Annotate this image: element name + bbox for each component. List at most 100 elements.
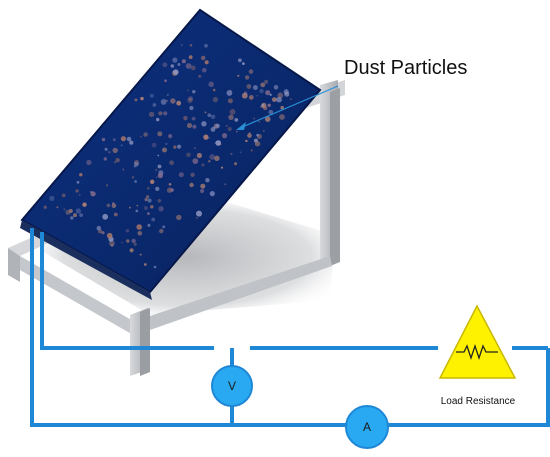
dust-speck [163,111,168,116]
dust-speck [279,114,285,120]
dust-speck [241,92,248,99]
dust-speck [276,96,282,103]
voltmeter[interactable]: V [211,365,253,407]
dust-speck [219,143,222,145]
dust-speck [134,180,138,183]
dust-speck [213,126,216,129]
dust-speck [192,90,196,94]
dust-speck [226,90,233,96]
dust-speck [76,180,80,184]
dust-speck [157,172,163,179]
dust-speck [150,205,154,209]
support-frame-front [8,225,332,376]
dust-speck [186,122,193,129]
dust-speck [190,172,195,177]
dust-speck [137,231,143,236]
dust-speck [170,98,176,104]
dust-speck [264,79,269,84]
dust-speck [236,130,238,133]
dust-speck [214,155,220,161]
dust-speck [101,137,106,142]
dust-speck [134,98,138,102]
dust-speck [106,232,113,239]
dust-speck [258,120,261,123]
dust-speck [260,82,266,88]
solar-panel[interactable] [20,8,322,300]
dust-speck [170,64,175,68]
dust-speck [176,214,182,221]
dust-speck [259,88,264,94]
dust-speck [215,140,222,146]
dust-speck [196,217,198,219]
dust-speck [139,253,142,256]
dust-speck [261,103,265,107]
dust-speck [188,96,194,101]
dust-speck [264,116,271,122]
dust-speck [212,88,216,92]
dust-speck [143,132,148,137]
dust-speck [104,147,108,151]
load-resistance[interactable] [438,304,517,379]
dust-speck [220,166,224,169]
dust-speck [110,244,114,247]
dust-speck [189,44,193,47]
dust-speck [135,209,139,213]
dust-speck [253,117,256,120]
dust-speck [168,134,173,139]
dust-speck [150,179,155,184]
dust-speck [209,154,216,160]
dust-speck [160,99,167,105]
dust-speck [284,91,290,97]
dust-label: Dust Particles [344,57,467,79]
dust-speck [190,65,196,71]
dust-speck [79,173,83,177]
dust-speck [145,195,150,199]
dust-speck [187,97,193,104]
dust-speck [256,95,259,97]
dust-speck [131,176,135,179]
dust-pointer-arrowhead [236,122,246,130]
dust-speck [131,238,136,244]
dust-speck [173,145,177,149]
dust-speck [143,206,148,210]
dust-speck [157,164,162,169]
dust-speck [200,183,206,189]
dust-speck [253,85,258,90]
circuit-wires [30,228,550,427]
dust-speck [108,151,111,154]
dust-speck [157,131,163,137]
dust-speck [114,161,116,164]
dust-speck [148,111,155,118]
dust-speck [229,109,236,115]
dust-speck [82,202,87,207]
dust-speck [121,241,124,244]
dust-speck [245,139,248,143]
dust-speck [230,152,233,156]
dust-speck [268,109,274,115]
dust-speck [214,141,217,145]
dust-speck [290,98,292,101]
dust-speck [162,147,167,153]
dust-speck [248,69,254,74]
dust-speck [129,140,134,145]
dust-speck [125,229,130,233]
dust-speck [158,111,163,116]
dust-speck [234,162,238,166]
dust-speck [152,103,157,107]
dust-speck [79,213,83,218]
dust-speck [173,69,179,75]
dust-speck [112,147,118,154]
dust-speck [204,43,208,48]
dust-speck [136,204,139,207]
ammeter[interactable]: A [345,405,389,449]
dust-speck [201,121,207,127]
dust-speck [157,154,160,157]
dust-speck [78,194,81,196]
dust-speck [188,55,193,59]
dust-speck [111,203,117,208]
dust-speck [201,55,206,61]
dust-speck [109,240,115,247]
dust-speck [267,103,271,108]
